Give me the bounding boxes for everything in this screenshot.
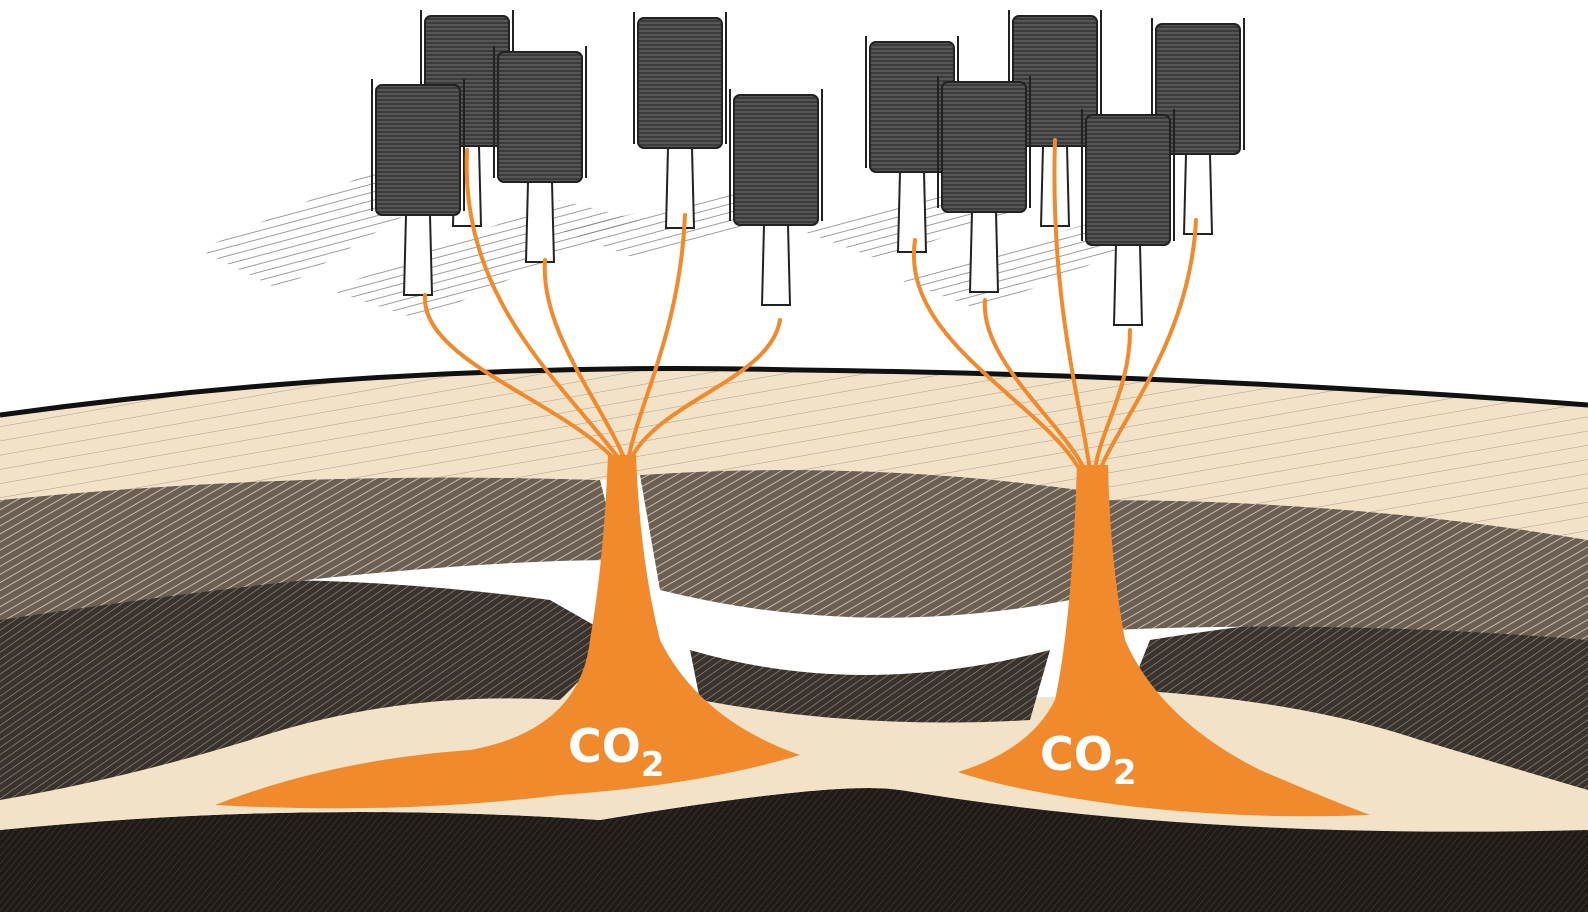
mid-rock-band — [0, 580, 620, 800]
caprock-layer-center — [640, 470, 1080, 618]
co2-label-left: CO2 — [568, 719, 665, 785]
mid-rock-band-right — [1130, 608, 1588, 790]
center-rock-lens — [690, 650, 1050, 723]
co2-pipes-left — [422, 148, 782, 462]
topsoil-layer — [0, 368, 1588, 540]
co2-label-right: CO2 — [1040, 727, 1137, 793]
caprock-layer-left — [0, 477, 620, 620]
co2-plume-left — [215, 455, 800, 809]
caprock-layer-right — [1100, 500, 1588, 640]
ground-surface-line — [0, 365, 1588, 418]
co2-plume-right — [958, 465, 1370, 817]
co2-pipes-right — [911, 138, 1198, 472]
